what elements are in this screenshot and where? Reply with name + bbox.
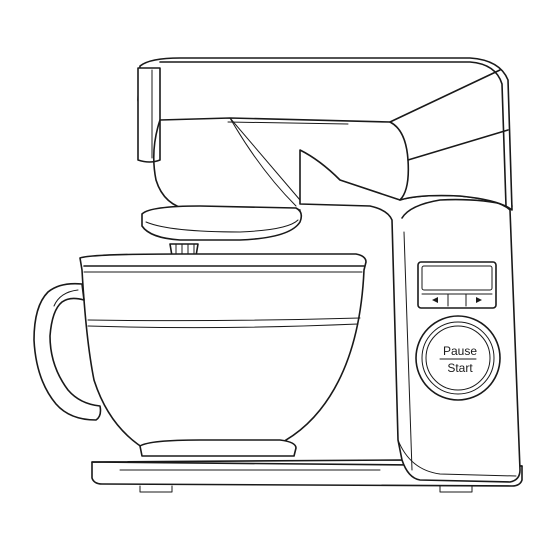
start-label: Start	[447, 361, 473, 375]
display-panel	[418, 262, 496, 308]
start-pause-button[interactable]: Pause Start	[416, 316, 500, 400]
display-frame	[418, 262, 496, 308]
drive-hub	[142, 206, 301, 256]
mixing-bowl	[34, 254, 366, 456]
pause-label: Pause	[443, 344, 477, 358]
